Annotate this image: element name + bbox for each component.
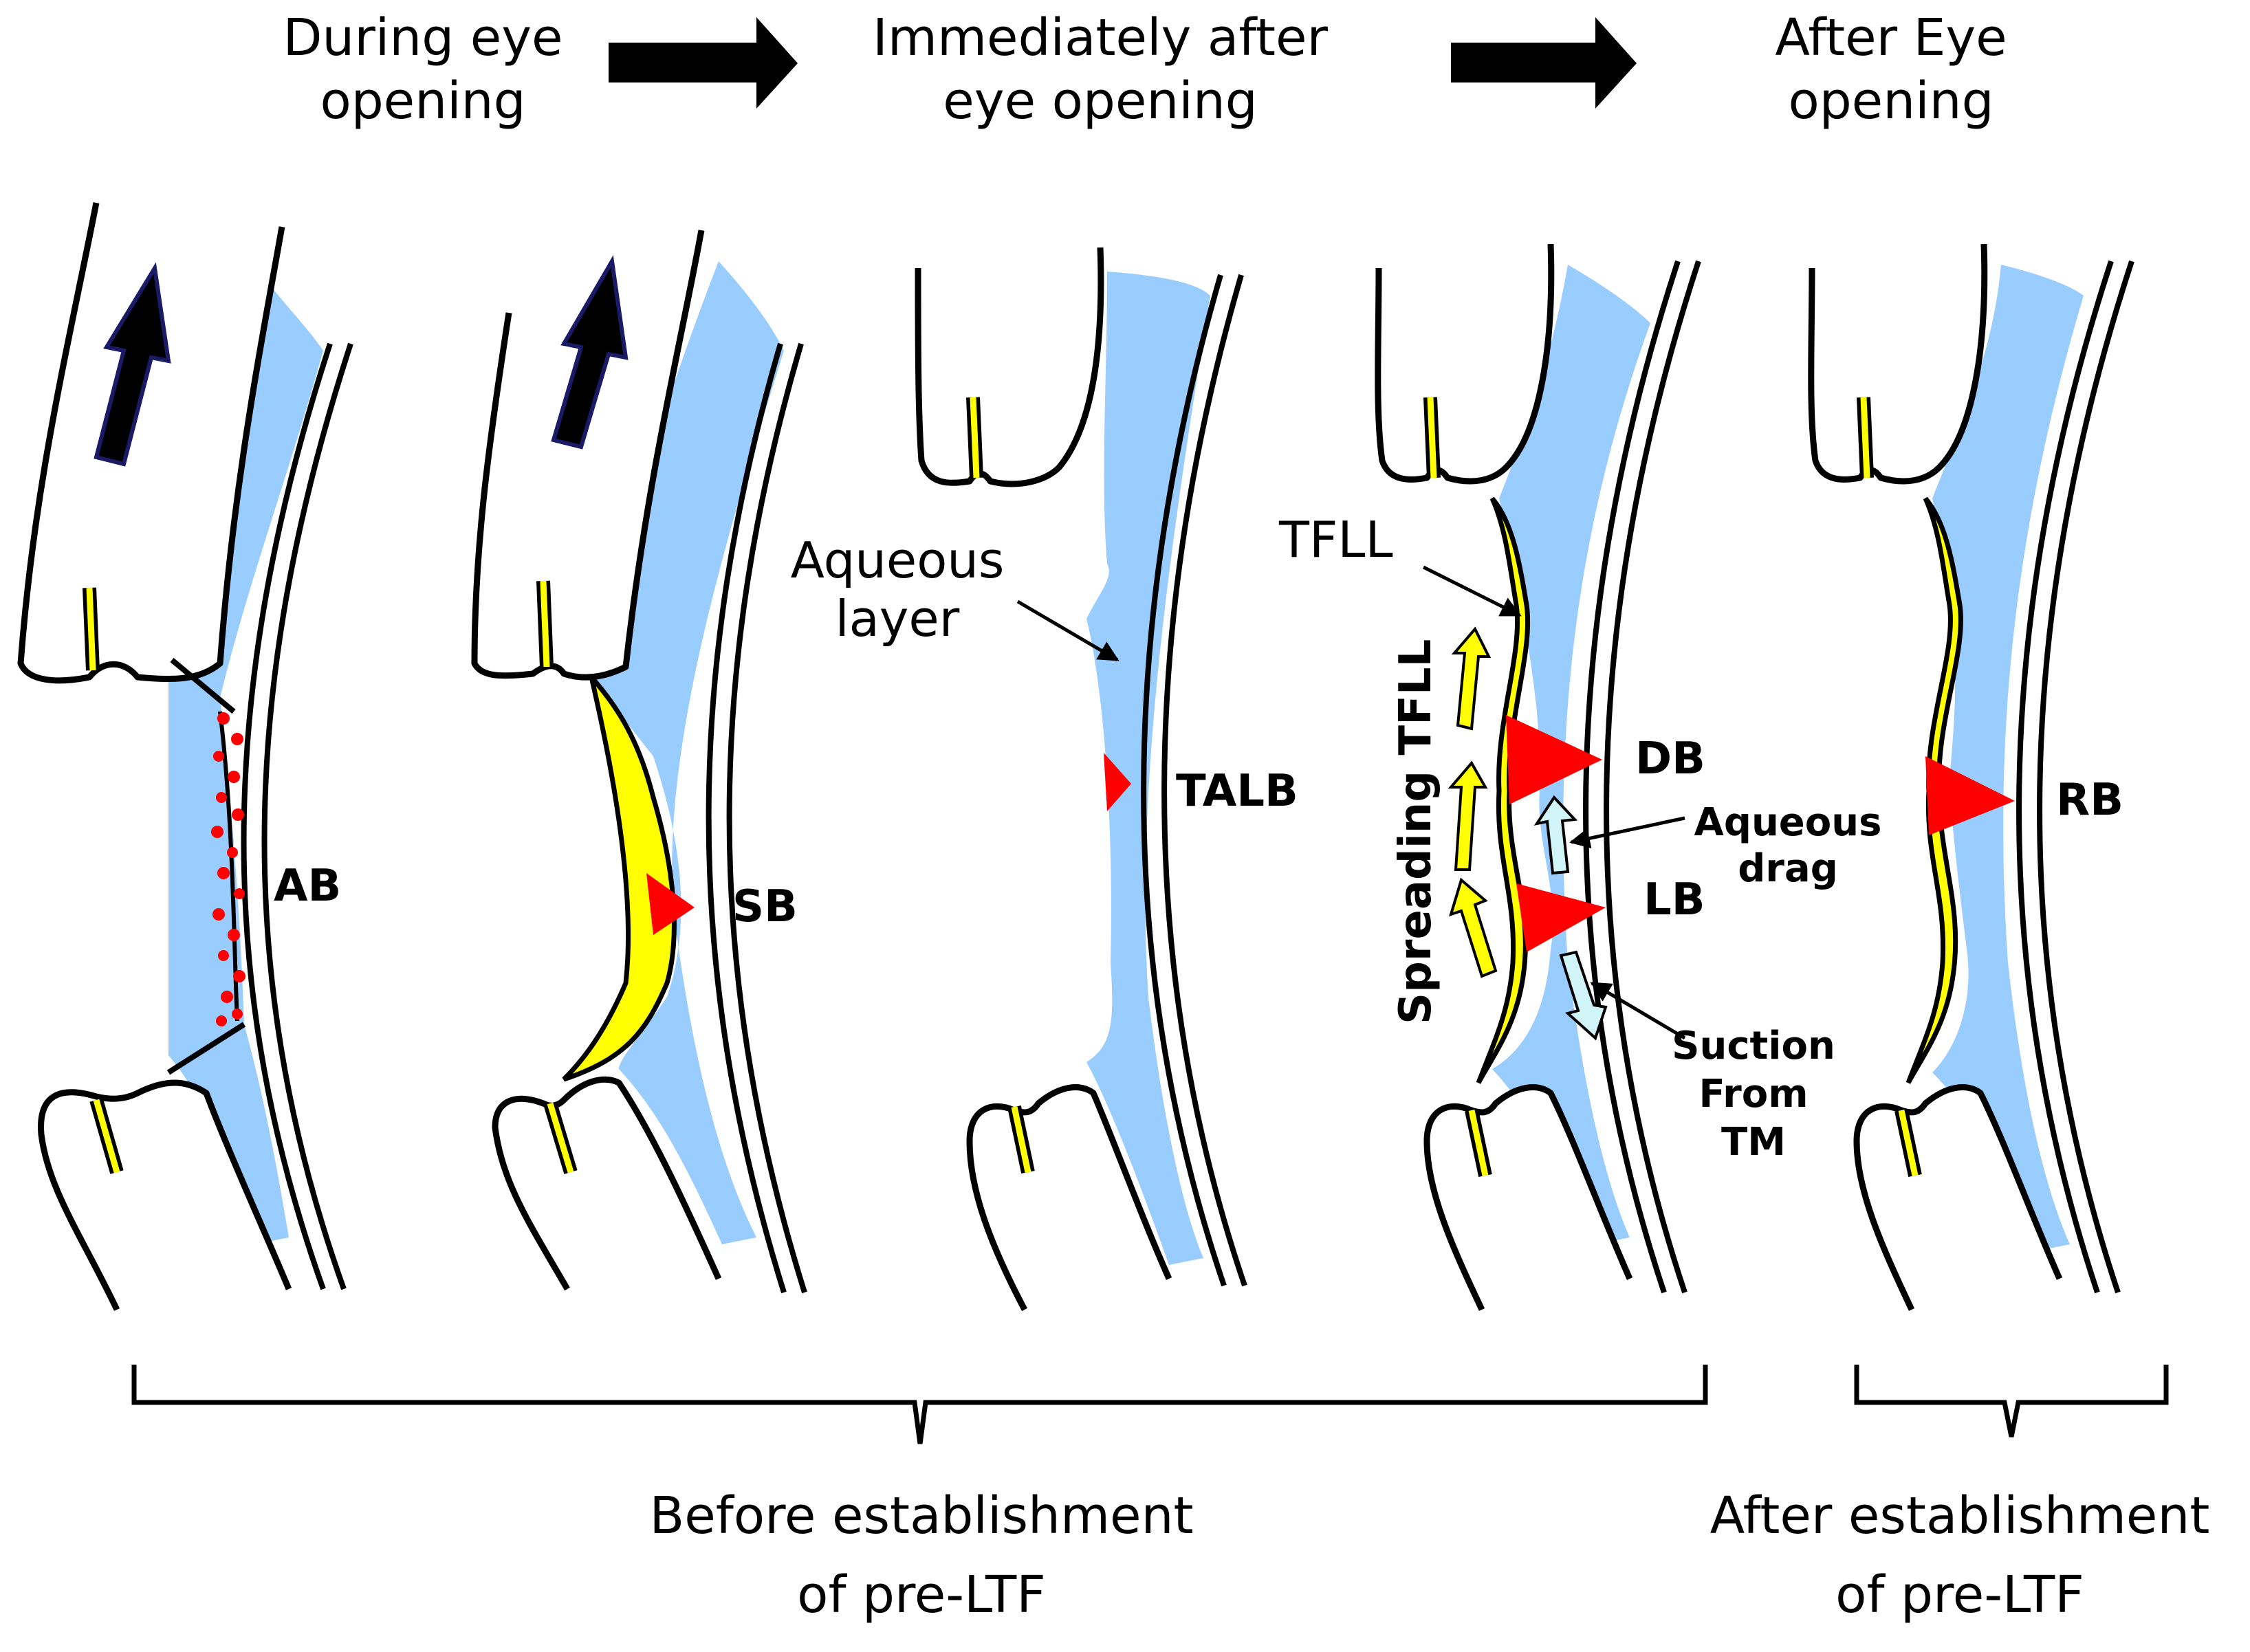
header-arrow-2	[1451, 17, 1637, 109]
label-db: DB	[1635, 734, 1705, 784]
spreading-arrow-3	[1448, 877, 1498, 978]
footer-before-line2: of pre-LTF	[797, 1565, 1046, 1625]
label-sb: SB	[732, 881, 798, 932]
lipid-layer	[1476, 496, 1531, 1084]
spreading-arrow-1	[1451, 626, 1492, 731]
upward-arrow-2	[551, 255, 629, 450]
header-stage3-line1: After Eye	[1775, 8, 2007, 67]
spreading-arrow-2	[1448, 760, 1488, 871]
cornea-inner	[1161, 274, 1247, 1287]
pointer-aqueous-drag	[1569, 816, 1685, 849]
aqueous-drag-arrow	[1533, 795, 1578, 875]
footer-after-line2: of pre-LTF	[1835, 1565, 2084, 1625]
upper-eyelid	[471, 230, 705, 681]
meibomian-duct-upper-fill	[1860, 397, 1870, 478]
aqueous-layer	[168, 278, 323, 1244]
meibomian-duct-lower-fill	[93, 1099, 120, 1174]
cornea-inner	[726, 342, 807, 1294]
cornea-outer	[706, 342, 787, 1294]
aqueous-bridge-edge	[218, 711, 239, 1022]
cornea-outer	[1582, 260, 1681, 1294]
header-stage2-line2: eye opening	[943, 71, 1257, 131]
pointer-aqueous-layer	[1016, 599, 1119, 662]
boundary-marker-sb	[646, 873, 695, 935]
meibomian-duct-lower-fill	[1898, 1110, 1919, 1176]
boundary-marker-talb	[1104, 753, 1131, 811]
lipid-droplets	[211, 712, 245, 1026]
lower-eyelid	[1423, 1084, 1633, 1311]
meibomian-duct-upper-fill	[86, 587, 96, 671]
header-arrow-1	[609, 17, 798, 109]
annotation-aqueous-layer-line2: layer	[835, 590, 960, 648]
brace-before	[131, 1365, 1708, 1444]
annotation-tfll: TFLL	[1278, 511, 1393, 569]
panel-db-lb: DB LB TFLL Spreading TFLL Aqueous drag S…	[1278, 243, 1882, 1311]
cornea-inner	[2036, 260, 2134, 1294]
upper-eyelid	[915, 247, 1104, 487]
annotation-suction-line1: Suction	[1672, 1024, 1835, 1068]
meibomian-duct-lower-fill	[547, 1102, 574, 1174]
boundary-marker-rb	[1925, 756, 2015, 835]
header-stage2-line1: Immediately after	[873, 8, 1328, 67]
upper-eyelid	[17, 202, 285, 684]
label-talb: TALB	[1176, 766, 1298, 817]
cornea-outer	[241, 342, 333, 1290]
annotation-spreading-tfll: Spreading TFLL	[1390, 639, 1441, 1024]
lid-margin-film-bottom	[166, 1022, 246, 1075]
header-stage1-line2: opening	[320, 71, 525, 131]
aqueous-layer	[1086, 272, 1210, 1265]
footer-after-line1: After establishment	[1710, 1486, 2210, 1545]
panel-sb: SB	[471, 230, 807, 1294]
lid-margin-film-top	[170, 657, 236, 714]
label-lb: LB	[1643, 874, 1705, 925]
meibomian-duct-upper-fill	[540, 580, 550, 668]
footer-before-line1: Before establishment	[650, 1486, 1194, 1545]
panel-ab: AB	[17, 202, 353, 1311]
cornea-inner	[261, 342, 353, 1290]
lipid-layer	[562, 675, 677, 1082]
annotation-aqueous-drag-line1: Aqueous	[1694, 800, 1882, 845]
annotation-aqueous-layer-line1: Aqueous	[791, 531, 1005, 589]
meibomian-duct-upper-fill	[970, 397, 980, 478]
annotation-aqueous-drag-line2: drag	[1738, 846, 1838, 891]
meibomian-duct-upper-fill	[1427, 397, 1437, 478]
cornea-outer	[1141, 274, 1227, 1287]
meibomian-duct-lower-fill	[1468, 1110, 1489, 1176]
label-rb: RB	[2056, 775, 2123, 826]
panel-rb: RB	[1808, 243, 2134, 1311]
brace-after	[1854, 1365, 2169, 1438]
pointer-suction	[1590, 981, 1686, 1040]
aqueous-layer	[1492, 265, 1650, 1244]
header-stage1-line1: During eye	[283, 8, 562, 67]
label-ab: AB	[274, 861, 341, 912]
boundary-marker-db	[1506, 715, 1602, 804]
cornea-inner	[1603, 260, 1701, 1294]
annotation-suction-line3: TM	[1721, 1120, 1786, 1165]
header-stage3-line2: opening	[1788, 71, 1994, 131]
suction-arrow	[1559, 950, 1608, 1041]
upward-arrow-1	[94, 262, 171, 467]
meibomian-duct-lower-fill	[1011, 1106, 1031, 1173]
boundary-marker-lb	[1516, 883, 1606, 952]
panel-talb: TALB Aqueous layer	[791, 247, 1298, 1312]
aqueous-layer	[1932, 265, 2084, 1251]
annotation-suction-line2: From	[1699, 1072, 1808, 1116]
cornea-outer	[2016, 260, 2114, 1294]
pointer-tfll	[1422, 565, 1522, 617]
